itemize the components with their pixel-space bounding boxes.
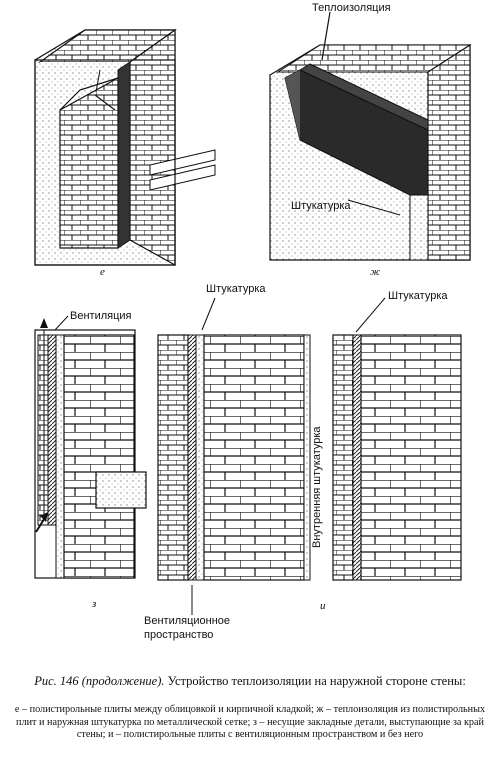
drawing-e (34, 28, 216, 267)
letter-e: е (100, 266, 105, 278)
ventilation-label: Вентиляция (70, 310, 132, 322)
letter-z: з (92, 598, 97, 610)
figure-caption: Рис. 146 (продолжение). Устройство тепло… (8, 674, 492, 688)
figure-legend: е – полистирольные плиты между облицовко… (14, 704, 486, 740)
figure-drawings (34, 11, 472, 615)
caption-head: Рис. 146 (продолжение). (34, 674, 165, 688)
plaster-label-zh: Штукатурка (291, 200, 351, 212)
letter-i: и (320, 600, 326, 612)
plaster-label-i-middle: Штукатурка (206, 283, 266, 295)
drawing-i-right (332, 297, 462, 581)
plaster-label-i-right: Штукатурка (388, 290, 448, 302)
inner-plaster-label: Внутренняя штукатурка (311, 426, 323, 548)
drawing-i-middle (157, 297, 311, 615)
vent-space-line1: Вентиляционное (144, 615, 231, 627)
drawing-zh (269, 11, 472, 261)
drawing-z (34, 315, 147, 579)
letter-zh: ж (370, 266, 381, 278)
vent-space-line2: пространство (144, 629, 214, 641)
caption-title: Устройство теплоизоляции на наружной сто… (167, 674, 466, 688)
vent-space-label: Вентиляционное пространство (144, 614, 230, 642)
insulation-label: Теплоизоляция (312, 2, 391, 14)
